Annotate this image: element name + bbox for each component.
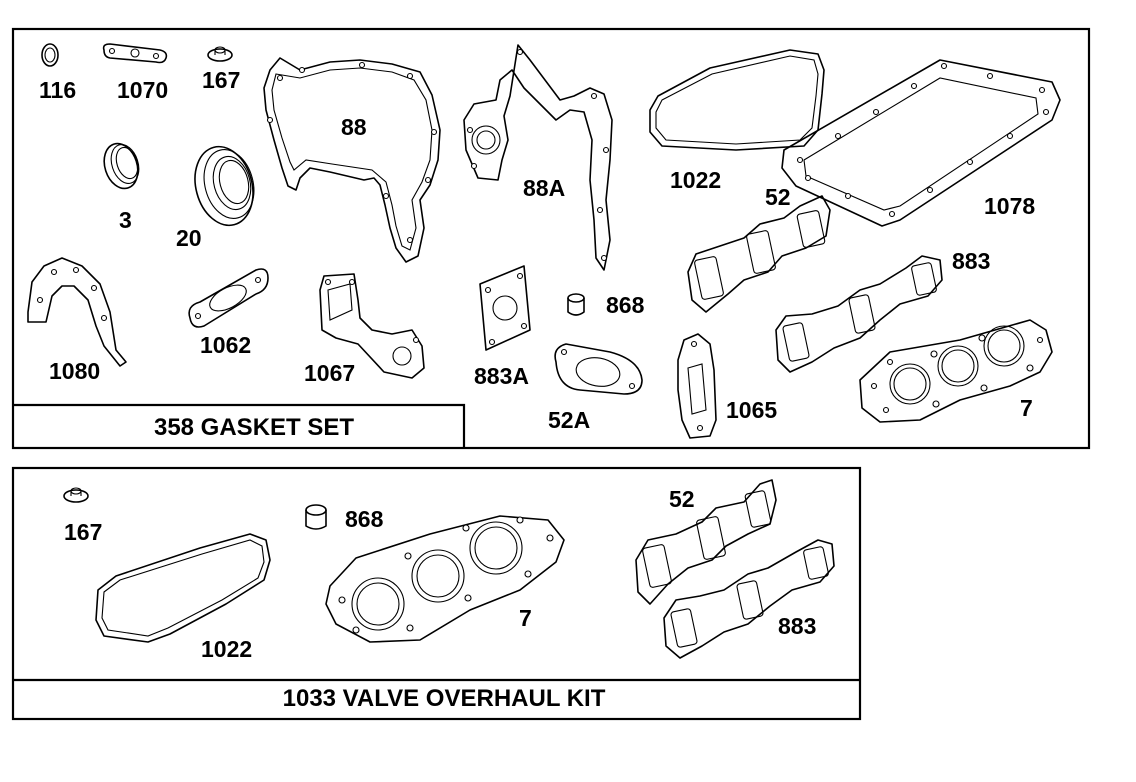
oil-pan-bolt-holes <box>796 62 1050 218</box>
kit-callout-7: 7 <box>519 605 532 631</box>
callout-52a: 52A <box>548 407 590 433</box>
part-1070-gasket <box>102 43 168 64</box>
valve-kit-panel: 1033 VALVE OVERHAUL KIT <box>11 466 862 721</box>
kit-callout-167: 167 <box>64 519 102 545</box>
part-1062-flange-gasket <box>188 268 269 328</box>
part-20-crank-seal <box>194 145 255 227</box>
part-116-o-ring <box>41 43 59 67</box>
part-167-valve-seal-kit <box>63 487 89 503</box>
callout-1080: 1080 <box>49 358 100 384</box>
kit-callout-883: 883 <box>778 613 816 639</box>
part-1080-seal-retainer-gasket <box>27 257 127 367</box>
part-7-head-gasket-kit <box>325 515 565 643</box>
callout-883: 883 <box>952 248 990 274</box>
part-52-manifold-gasket-kit <box>635 479 777 605</box>
callout-1065: 1065 <box>726 397 777 423</box>
part-88-timing-cover-gasket <box>263 57 441 263</box>
callout-3: 3 <box>119 207 132 233</box>
kit-callout-868: 868 <box>345 506 384 532</box>
gasket-set-panel: 358 GASKET SET <box>11 27 1091 450</box>
part-883-intake-gasket-kit <box>663 539 835 659</box>
gasket-set-title: 358 GASKET SET <box>154 414 354 441</box>
part-1022-cover-gasket <box>649 49 825 151</box>
part-167-valve-seal <box>207 46 233 62</box>
part-868-valve-seal <box>567 293 585 316</box>
part-7-head-gasket <box>859 319 1053 423</box>
callout-1078: 1078 <box>984 193 1035 219</box>
part-1065-gasket <box>677 333 717 439</box>
part-88a-gasket <box>463 44 613 271</box>
part-1067-gasket <box>319 273 425 379</box>
part-3-oil-seal <box>103 142 140 190</box>
part-1022-cover-gasket-kit <box>95 533 271 643</box>
callout-167: 167 <box>202 67 240 93</box>
callout-883a: 883A <box>474 363 529 389</box>
head-gasket-holes <box>870 334 1044 414</box>
part-868-valve-seal-kit <box>305 504 327 530</box>
kit-callout-52: 52 <box>669 486 695 512</box>
callout-1067: 1067 <box>304 360 355 386</box>
callout-88a: 88A <box>523 175 565 201</box>
callout-1070: 1070 <box>117 77 168 103</box>
valve-kit-title: 1033 VALVE OVERHAUL KIT <box>283 685 606 712</box>
callout-1022: 1022 <box>670 167 721 193</box>
part-52a-elbow-gasket <box>554 343 643 395</box>
callout-20: 20 <box>176 225 202 251</box>
callout-88: 88 <box>341 114 367 140</box>
kit-callout-1022: 1022 <box>201 636 252 662</box>
callout-868: 868 <box>606 292 645 318</box>
valve-kit-callouts: 167 868 52 1022 7 883 <box>64 486 816 662</box>
part-1078-oil-pan-gasket <box>781 59 1061 227</box>
part-883-intake-gasket <box>775 255 943 373</box>
callout-52: 52 <box>765 184 791 210</box>
callout-1062: 1062 <box>200 332 251 358</box>
part-883a-gasket <box>479 265 531 351</box>
part-52-manifold-gasket <box>687 195 831 313</box>
gasket-set-callouts: 116 1070 167 88 88A 1022 52 1078 3 20 88… <box>39 67 1035 433</box>
head-gasket-kit-holes <box>338 516 554 634</box>
callout-116: 116 <box>39 77 76 103</box>
callout-7: 7 <box>1020 395 1033 421</box>
